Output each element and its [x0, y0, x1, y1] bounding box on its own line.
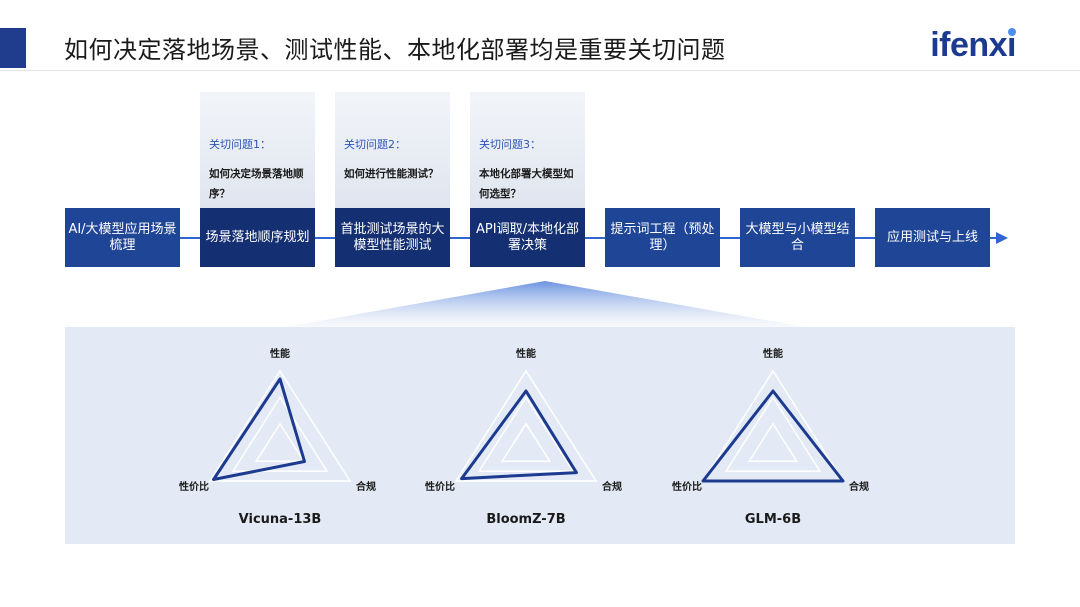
- radar-chart-bloomz: 性能 合规 性价比: [424, 347, 622, 493]
- axis-label-performance: 性能: [762, 347, 783, 360]
- title-accent-block: [0, 28, 26, 68]
- radar-shape: [212, 377, 306, 481]
- header-divider: [0, 70, 1080, 71]
- axis-label-compliance: 合规: [848, 480, 869, 493]
- process-step-5: 提示词工程（预处理）: [605, 208, 720, 267]
- model-name-glm: GLM-6B: [744, 512, 802, 527]
- radar-grid: [454, 369, 598, 482]
- radar-shape: [460, 389, 578, 481]
- question-text: 如何进行性能测试？: [344, 168, 439, 180]
- process-step-6: 大模型与小模型结合: [740, 208, 855, 267]
- spotlight-beam: [285, 281, 805, 327]
- axis-label-value: 性价比: [671, 480, 702, 493]
- model-name-vicuna: Vicuna-13B: [238, 512, 322, 527]
- model-name-bloomz: BloomZ-7B: [486, 512, 566, 527]
- page-title: 如何决定落地场景、测试性能、本地化部署均是重要关切问题: [64, 36, 726, 64]
- logo-dot-icon: [1008, 28, 1016, 36]
- radar-chart-vicuna: 性能 合规 性价比: [178, 347, 376, 493]
- question-label: 关切问题1：: [209, 138, 271, 151]
- arrow-right-icon: [996, 232, 1008, 244]
- axis-label-performance: 性能: [515, 347, 536, 360]
- axis-label-compliance: 合规: [355, 480, 376, 493]
- question-column-3: 关切问题3： 本地化部署大模型如何选型？: [470, 92, 585, 208]
- question-column-2: 关切问题2： 如何进行性能测试？: [335, 92, 450, 208]
- axis-label-performance: 性能: [269, 347, 290, 360]
- radar-grid: [208, 369, 352, 482]
- axis-label-compliance: 合规: [601, 480, 622, 493]
- ifenxi-logo: ifenxi: [930, 26, 1016, 64]
- question-label: 关切问题2：: [344, 138, 406, 151]
- question-column-1: 关切问题1： 如何决定场景落地顺序？: [200, 92, 315, 208]
- process-step-2: 场景落地顺序规划: [200, 208, 315, 267]
- axis-label-value: 性价比: [424, 480, 455, 493]
- process-step-4: API调取/本地化部署决策: [470, 208, 585, 267]
- radar-chart-glm: 性能 合规 性价比: [671, 347, 869, 493]
- axis-label-value: 性价比: [178, 480, 209, 493]
- radar-shape: [701, 389, 845, 483]
- radar-grid: [701, 369, 845, 482]
- process-step-3: 首批测试场景的大模型性能测试: [335, 208, 450, 267]
- question-label: 关切问题3：: [479, 138, 541, 151]
- process-step-7: 应用测试与上线: [875, 208, 990, 267]
- question-text: 本地化部署大模型如何选型？: [479, 168, 574, 200]
- model-comparison-panel: [65, 327, 1015, 544]
- process-connector-line: [178, 237, 998, 239]
- process-step-1: AI/大模型应用场景梳理: [65, 208, 180, 267]
- question-text: 如何决定场景落地顺序？: [209, 168, 304, 200]
